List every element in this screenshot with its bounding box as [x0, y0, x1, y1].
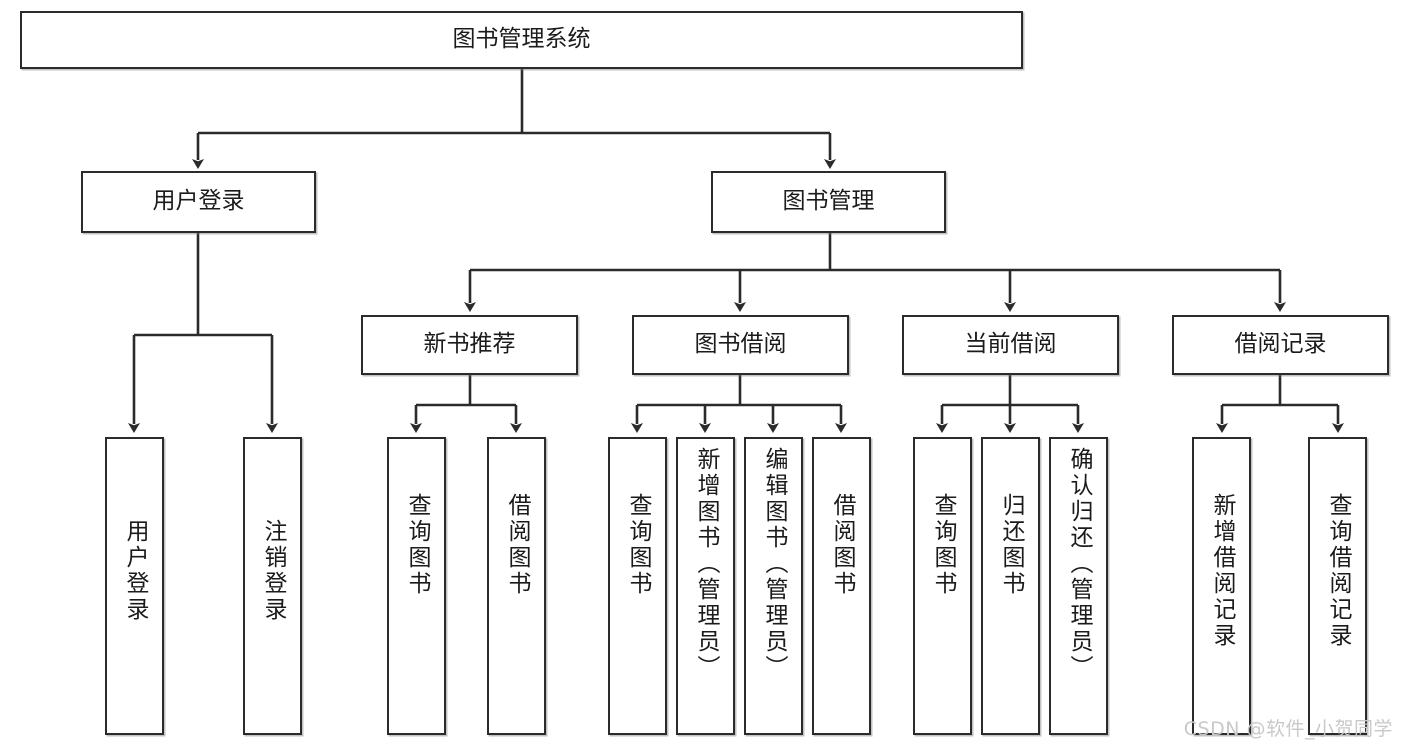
node-label: 借阅图书: [504, 493, 530, 597]
leaf-logout[interactable]: 注销登录: [243, 437, 302, 735]
node-label: 查询图书: [404, 493, 430, 597]
leaf-query-book-current[interactable]: 查询图书: [913, 437, 972, 735]
node-label: 借阅记录: [1234, 331, 1327, 358]
node-user-login[interactable]: 用户登录: [81, 171, 316, 233]
node-label: 新增图书（管理员）: [693, 447, 719, 681]
leaf-query-book-borrow[interactable]: 查询图书: [608, 437, 667, 735]
leaf-query-borrow-record[interactable]: 查询借阅记录: [1308, 437, 1367, 735]
leaf-edit-book-admin[interactable]: 编辑图书（管理员）: [744, 437, 803, 735]
node-label: 查询图书: [930, 493, 956, 597]
node-label: 新增借阅记录: [1209, 493, 1235, 649]
node-label: 编辑图书（管理员）: [761, 447, 787, 681]
node-label: 借阅图书: [829, 493, 855, 597]
node-label: 图书管理系统: [452, 26, 591, 53]
leaf-query-book-recommend[interactable]: 查询图书: [387, 437, 446, 735]
leaf-add-borrow-record[interactable]: 新增借阅记录: [1192, 437, 1251, 735]
node-label: 当前借阅: [964, 331, 1057, 358]
watermark-text: CSDN @软件_小贺同学: [1183, 718, 1393, 740]
node-book-management[interactable]: 图书管理: [711, 171, 946, 233]
node-label: 用户登录: [122, 519, 148, 623]
node-label: 查询借阅记录: [1325, 493, 1351, 649]
node-root-system[interactable]: 图书管理系统: [20, 11, 1023, 69]
leaf-return-book[interactable]: 归还图书: [981, 437, 1040, 735]
node-new-book-recommend[interactable]: 新书推荐: [361, 315, 578, 375]
node-label: 确认归还（管理员）: [1066, 447, 1092, 681]
leaf-borrow-book[interactable]: 借阅图书: [812, 437, 871, 735]
node-label: 归还图书: [998, 493, 1024, 597]
node-label: 新书推荐: [423, 331, 516, 358]
node-label: 图书借阅: [694, 331, 787, 358]
node-label: 用户登录: [152, 188, 245, 215]
node-label: 注销登录: [260, 519, 286, 623]
node-label: 查询图书: [625, 493, 651, 597]
node-book-borrow[interactable]: 图书借阅: [632, 315, 849, 375]
leaf-add-book-admin[interactable]: 新增图书（管理员）: [676, 437, 735, 735]
node-current-borrow[interactable]: 当前借阅: [902, 315, 1119, 375]
leaf-confirm-return-admin[interactable]: 确认归还（管理员）: [1049, 437, 1108, 735]
node-borrow-records[interactable]: 借阅记录: [1172, 315, 1389, 375]
leaf-user-login[interactable]: 用户登录: [105, 437, 164, 735]
node-label: 图书管理: [782, 188, 875, 215]
leaf-borrow-book-recommend[interactable]: 借阅图书: [487, 437, 546, 735]
